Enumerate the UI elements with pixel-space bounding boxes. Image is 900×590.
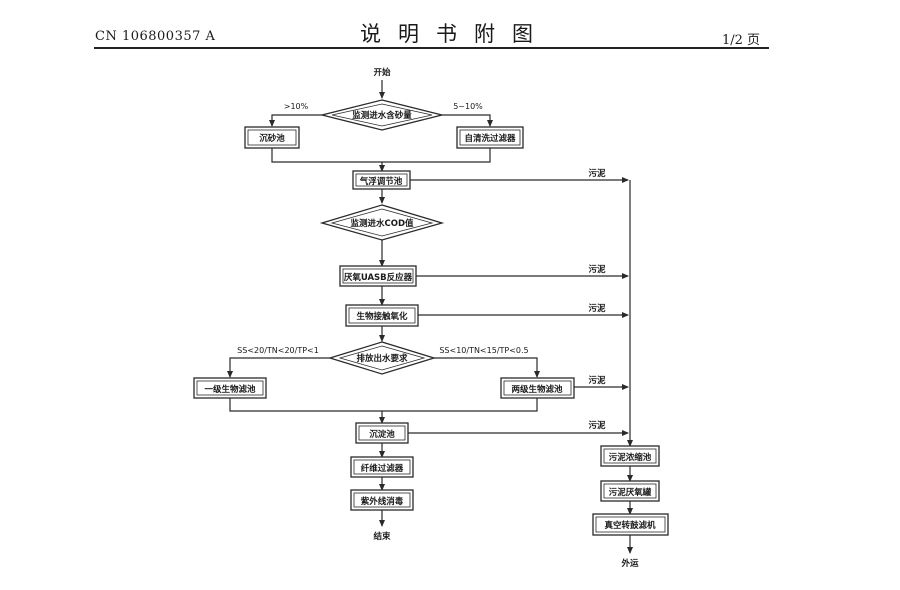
flow-nodes: 开始 监测进水含砂量 >10% 5~10% 沉砂池 自清洗过滤器 气浮调节池 污…: [193, 67, 669, 569]
node-sludge-thickening-label: 污泥浓缩池: [609, 452, 652, 463]
edge-label-sand-high: >10%: [284, 102, 309, 111]
node-aerated-regulating-label: 气浮调节池: [359, 176, 403, 187]
decision-detect-cod-inner: [330, 208, 434, 237]
header-divider: [94, 47, 769, 49]
node-secondary-bio-filter-label: 两级生物滤池: [511, 384, 563, 395]
node-fiber-filter-label: 纤维过滤器: [361, 463, 404, 474]
node-uv-disinfection-inner: [353, 492, 411, 508]
node-vacuum-filter: [592, 513, 669, 536]
node-self-clean-filter-label: 自清洗过滤器: [464, 133, 516, 144]
edge-standard-high: [434, 357, 540, 378]
node-sludge-digester-label: 污泥厌氧罐: [609, 487, 652, 498]
node-primary-bio-filter-label: 一级生物滤池: [204, 384, 256, 395]
edge-label-sludge-3: 污泥: [588, 303, 606, 314]
node-primary-bio-filter-inner: [196, 380, 264, 396]
node-bio-contact-oxidation: [345, 304, 419, 327]
node-vacuum-filter-label: 真空转鼓滤机: [604, 520, 656, 531]
node-sedimentation-label: 沉淀池: [369, 429, 395, 440]
node-outward: 外运: [620, 558, 639, 569]
edge-label-sludge-1: 污泥: [588, 168, 606, 179]
node-sedimentation-inner: [358, 425, 406, 441]
node-sedimentation: [355, 422, 409, 444]
edge-standard-low: [227, 357, 330, 378]
node-vacuum-filter-inner: [595, 516, 666, 533]
node-aerated-regulating-inner: [355, 173, 408, 187]
node-bio-contact-oxidation-inner: [348, 307, 416, 324]
node-self-clean-filter-inner: [459, 129, 521, 146]
node-secondary-bio-filter: [500, 377, 575, 399]
node-sludge-digester: [600, 480, 660, 502]
node-primary-bio-filter: [193, 377, 267, 399]
node-anaerobic-reactor-label: 厌氧UASB反应器: [344, 272, 413, 283]
node-anaerobic-reactor-inner: [342, 268, 414, 284]
node-aerated-regulating: [352, 170, 411, 190]
decision-detect-cod-label: 监测进水COD值: [350, 218, 414, 229]
edge-label-sludge-4: 污泥: [588, 375, 606, 386]
edge-label-standard-low: SS<20/TN<20/TP<1: [237, 346, 319, 355]
node-secondary-bio-filter-inner: [503, 380, 572, 396]
node-anaerobic-reactor: [339, 265, 417, 287]
page-indicator: 1/2 页: [722, 33, 761, 48]
node-sludge-digester-inner: [603, 483, 657, 499]
node-self-clean-filter: [456, 126, 524, 149]
connectors: [227, 80, 633, 554]
edge-sand-mid: [442, 114, 493, 127]
node-fiber-filter-inner: [353, 459, 411, 475]
node-bio-contact-oxidation-label: 生物接触氧化: [356, 311, 408, 322]
decision-detect-sand: [321, 99, 443, 131]
node-uv-disinfection-label: 紫外线消毒: [361, 496, 404, 507]
patent-number: CN 106800357 A: [95, 29, 216, 44]
decision-effluent-requirement-inner: [338, 345, 426, 371]
decision-effluent-requirement-label: 排放出水要求: [356, 353, 408, 364]
edge-pretreatment-merge: [271, 148, 491, 163]
edge-filters-merge: [229, 398, 538, 412]
node-sludge-thickening: [600, 445, 660, 467]
node-sludge-thickening-inner: [603, 448, 657, 464]
edge-label-sludge-5: 污泥: [588, 420, 606, 431]
page-title: 说明书附图: [360, 22, 550, 46]
node-grit-basin-inner: [247, 129, 297, 146]
decision-effluent-requirement: [327, 341, 437, 375]
node-grit-basin: [244, 126, 300, 149]
node-uv-disinfection: [350, 489, 414, 511]
node-end: 结束: [373, 531, 391, 542]
decision-detect-sand-inner: [331, 103, 433, 127]
node-fiber-filter: [350, 456, 414, 478]
edge-label-sand-mid: 5~10%: [453, 102, 483, 111]
edge-label-standard-high: SS<10/TN<15/TP<0.5: [439, 346, 528, 355]
decision-detect-cod: [319, 204, 445, 241]
decision-detect-sand-label: 监测进水含砂量: [352, 110, 412, 121]
node-grit-basin-label: 沉砂池: [259, 133, 285, 144]
edge-sand-high: [269, 114, 322, 127]
edge-label-sludge-2: 污泥: [588, 264, 606, 275]
node-start: 开始: [373, 67, 391, 78]
